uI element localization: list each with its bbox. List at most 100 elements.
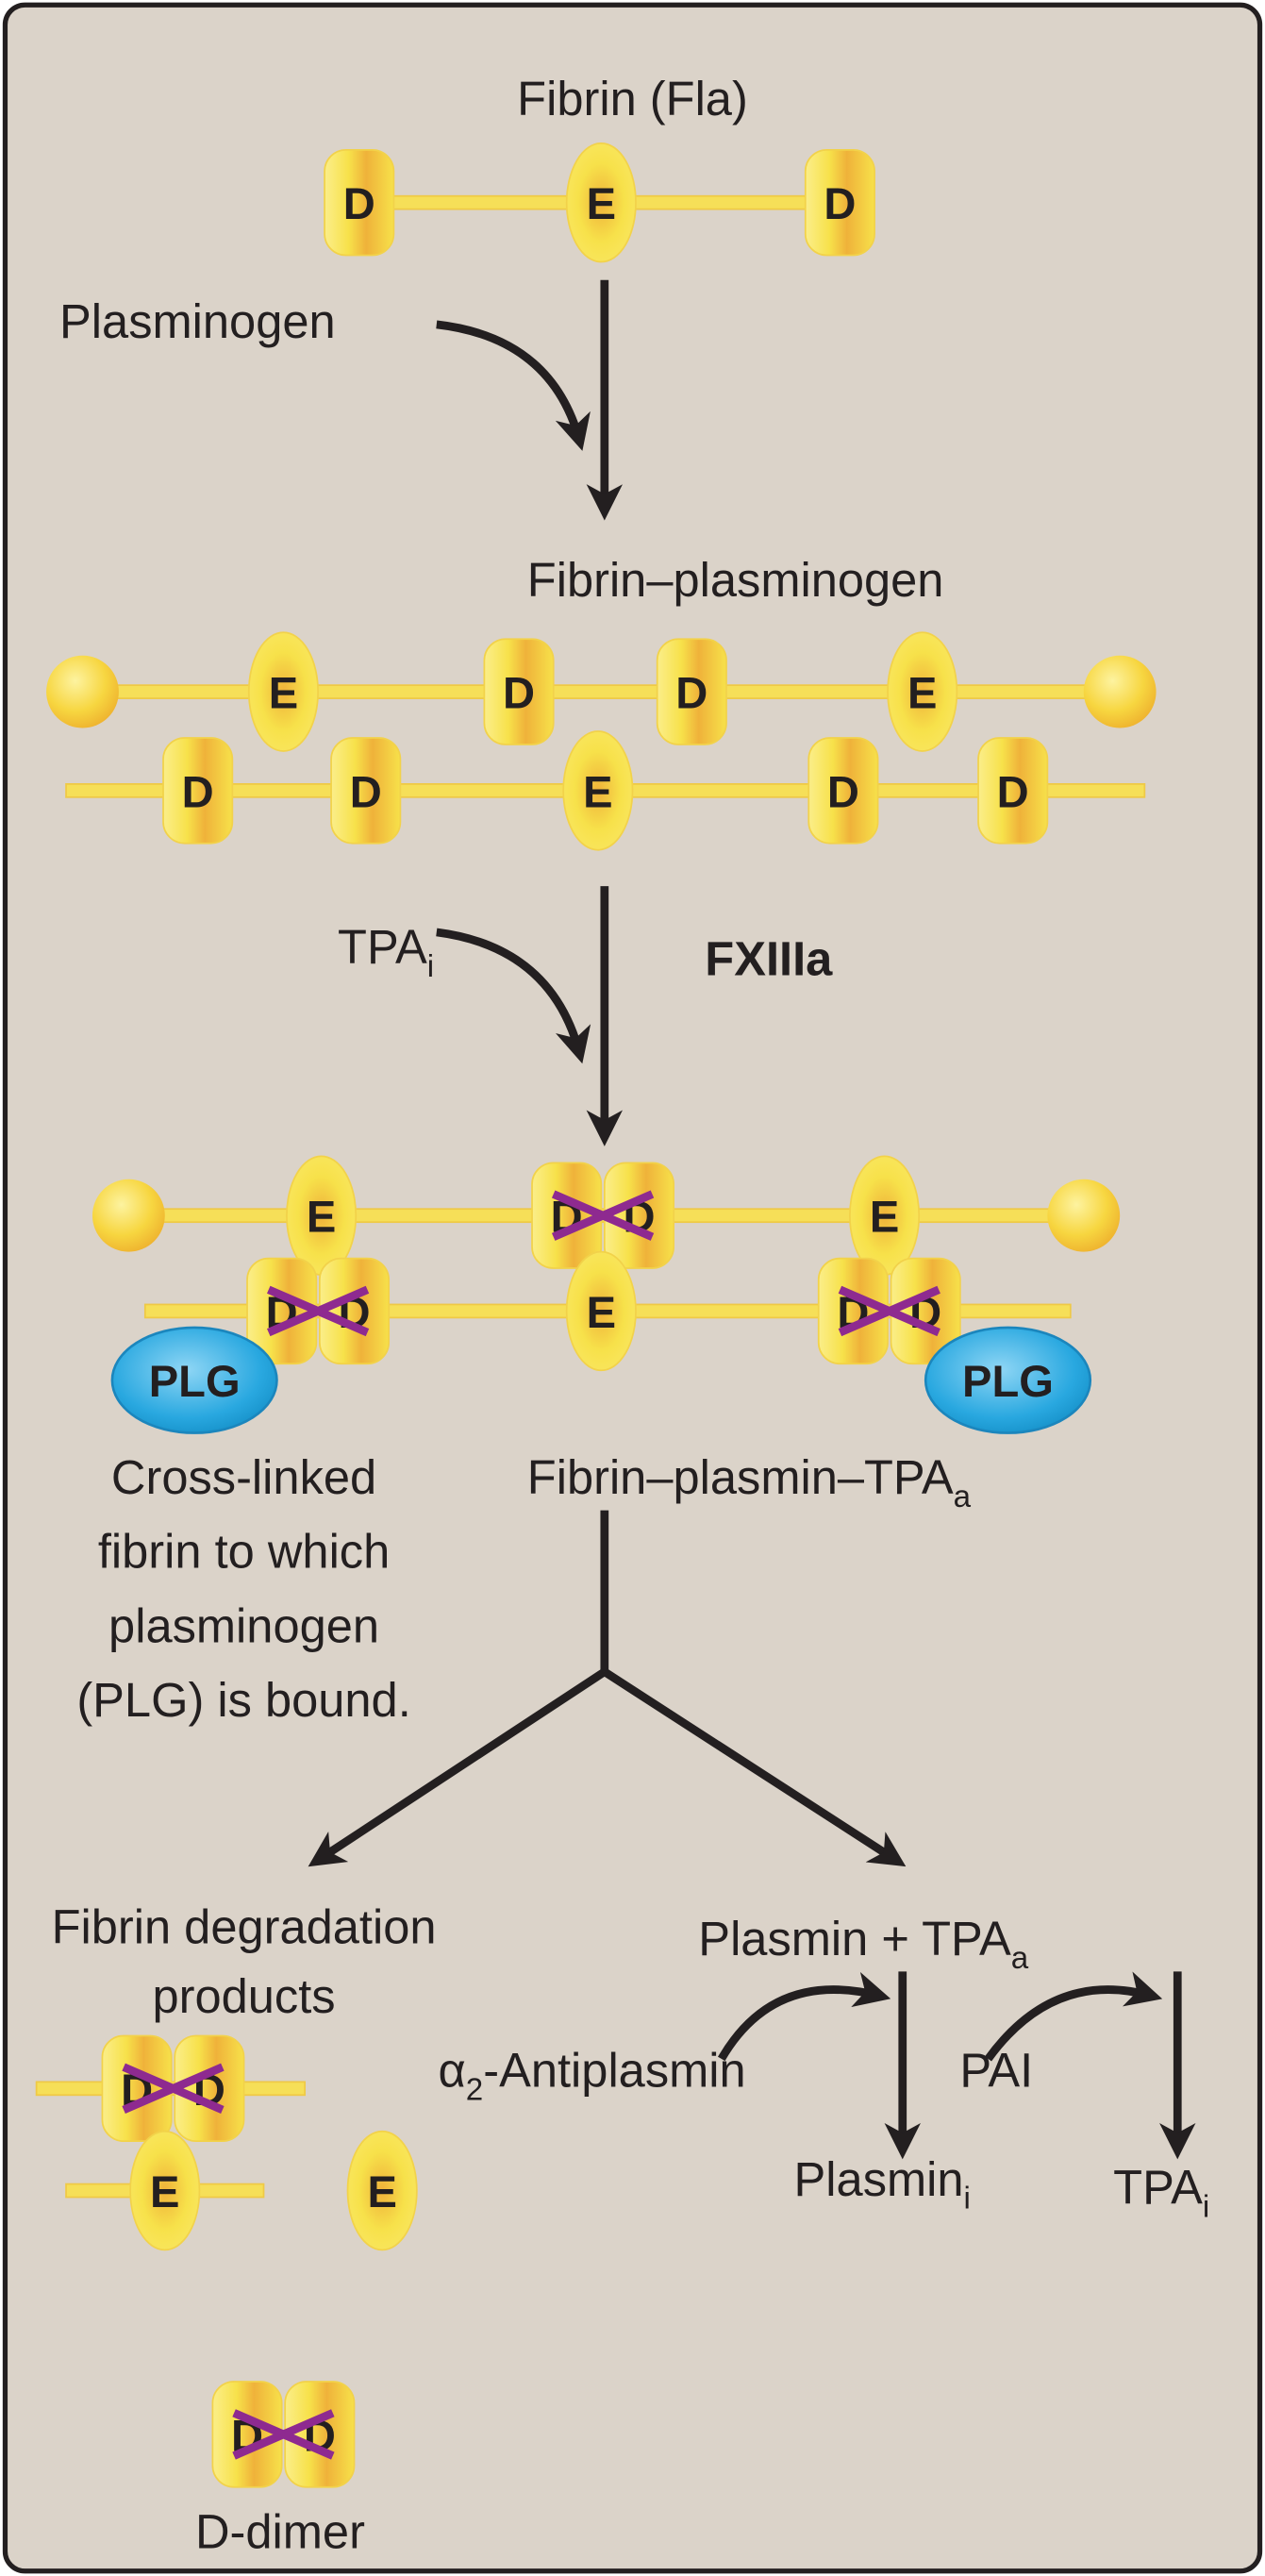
d-domain-nodule <box>807 737 879 845</box>
e-domain-label: E <box>150 2166 179 2216</box>
plasmin-i-main: Plasmin <box>794 2152 964 2206</box>
terminal-globule <box>1047 1179 1121 1252</box>
e-domain-label: E <box>870 1192 899 1242</box>
crosslink-x-icon <box>267 1285 370 1337</box>
fibrin-plasmin-tpa-sub: a <box>954 1480 972 1514</box>
d-domain-label: D <box>503 668 535 718</box>
tpa-i-result-main: TPA <box>1113 2161 1203 2215</box>
crosslink-x-icon <box>551 1190 655 1241</box>
d-domain-label: D <box>675 668 707 718</box>
e-domain-nodule <box>887 631 958 752</box>
fibrin-plasmin-tpa-main: Fibrin–plasmin–TPA <box>527 1450 954 1504</box>
note-line: fibrin to which <box>98 1525 390 1579</box>
d-dimer-label: D-dimer <box>195 2504 365 2558</box>
arrow-to-plasmin-tpa <box>602 1668 907 1867</box>
crosslink-x-icon <box>838 1285 940 1337</box>
e-domain-nodule <box>247 631 319 752</box>
e-domain-nodule <box>346 2130 418 2251</box>
fibrin-label: Fibrin (Fla) <box>517 72 748 125</box>
antiplasmin-sub: 2 <box>466 2073 483 2108</box>
d-domain-label: D <box>182 766 214 816</box>
plg-text: PLG <box>149 1356 241 1406</box>
e-domain-label: E <box>587 1287 616 1337</box>
plasmin-i-sub: i <box>964 2182 971 2216</box>
d-domain-nodule <box>324 148 395 257</box>
d-domain-nodule <box>162 737 234 845</box>
molecule-fragment-2: E <box>65 2130 265 2251</box>
d-domain-nodule <box>804 148 875 257</box>
d-domain-nodule <box>483 638 555 745</box>
note-line: (PLG) is bound. <box>76 1673 410 1727</box>
curved-arrow-pai <box>985 1971 1163 2062</box>
e-domain-nodule <box>129 2130 201 2251</box>
e-domain-nodule <box>565 142 637 263</box>
fibrin-plasminogen-label: Fibrin–plasminogen <box>527 553 944 607</box>
plg-left: PLG <box>110 1326 278 1434</box>
d-domain-label: D <box>827 766 859 816</box>
antiplasmin-alpha: α <box>439 2044 466 2098</box>
e-domain-label: E <box>583 766 612 816</box>
tpa-i-label: TPAi <box>338 920 434 984</box>
antiplasmin-rest: -Antiplasmin <box>483 2044 745 2098</box>
plasmin-tpa-label: Plasmin + TPAa <box>698 1912 1028 1976</box>
d-domain-label: D <box>343 178 375 228</box>
plasminogen-label: Plasminogen <box>59 294 336 348</box>
d-domain-label: D <box>824 178 856 228</box>
e-domain-nodule <box>562 730 634 851</box>
molecule-fragment-3: E <box>346 2130 418 2251</box>
crosslink-x-icon <box>122 2063 225 2115</box>
e-domain-label: E <box>367 2166 396 2216</box>
fdp-label-line: products <box>152 1969 335 2023</box>
d-domain-label: D <box>350 766 382 816</box>
terminal-globule <box>92 1179 165 1252</box>
crosslink-x-icon <box>232 2409 335 2460</box>
note-line: plasminogen <box>108 1598 379 1652</box>
note-line: Cross-linked <box>111 1450 376 1504</box>
d-domain-nodule <box>330 737 402 845</box>
plasmin-i-label: Plasmini <box>794 2152 971 2216</box>
e-domain-label: E <box>907 668 937 718</box>
e-domain-nodule <box>565 1250 637 1372</box>
d-domain-label: D <box>997 766 1029 816</box>
tpa-i-main: TPA <box>338 920 427 974</box>
terminal-globule <box>46 655 119 728</box>
tpa-i-result-label: TPAi <box>1113 2161 1209 2225</box>
arrows <box>308 279 1196 2160</box>
plg-oval <box>110 1326 278 1434</box>
tpa-i-sub: i <box>427 949 434 984</box>
fibrin-strand <box>81 684 1122 699</box>
crosslinked-note: Cross-linked fibrin to which plasminogen… <box>76 1450 410 1727</box>
fdp-label-line: Fibrin degradation <box>52 1900 437 1954</box>
e-domain-label: E <box>269 668 298 718</box>
plg-text: PLG <box>962 1356 1054 1406</box>
antiplasmin-label: α2-Antiplasmin <box>439 2044 746 2108</box>
terminal-globule <box>1083 655 1157 728</box>
d-domain-nodule <box>656 638 727 745</box>
fxiiia-label: FXIIIa <box>705 931 833 985</box>
curved-arrow-antiplasmin <box>717 1971 891 2062</box>
plasmin-tpa-main: Plasmin + TPA <box>698 1912 1011 1965</box>
arrow-to-fdp <box>308 1668 608 1867</box>
curved-arrow-plasminogen <box>436 320 591 451</box>
curved-arrow-tpa <box>436 928 591 1064</box>
plg-right: PLG <box>924 1326 1092 1434</box>
plg-oval <box>924 1326 1092 1434</box>
d-domain-nodule <box>977 737 1049 845</box>
tpa-i-result-sub: i <box>1203 2189 1209 2224</box>
e-domain-label: E <box>587 178 616 228</box>
e-domain-label: E <box>307 1192 336 1242</box>
